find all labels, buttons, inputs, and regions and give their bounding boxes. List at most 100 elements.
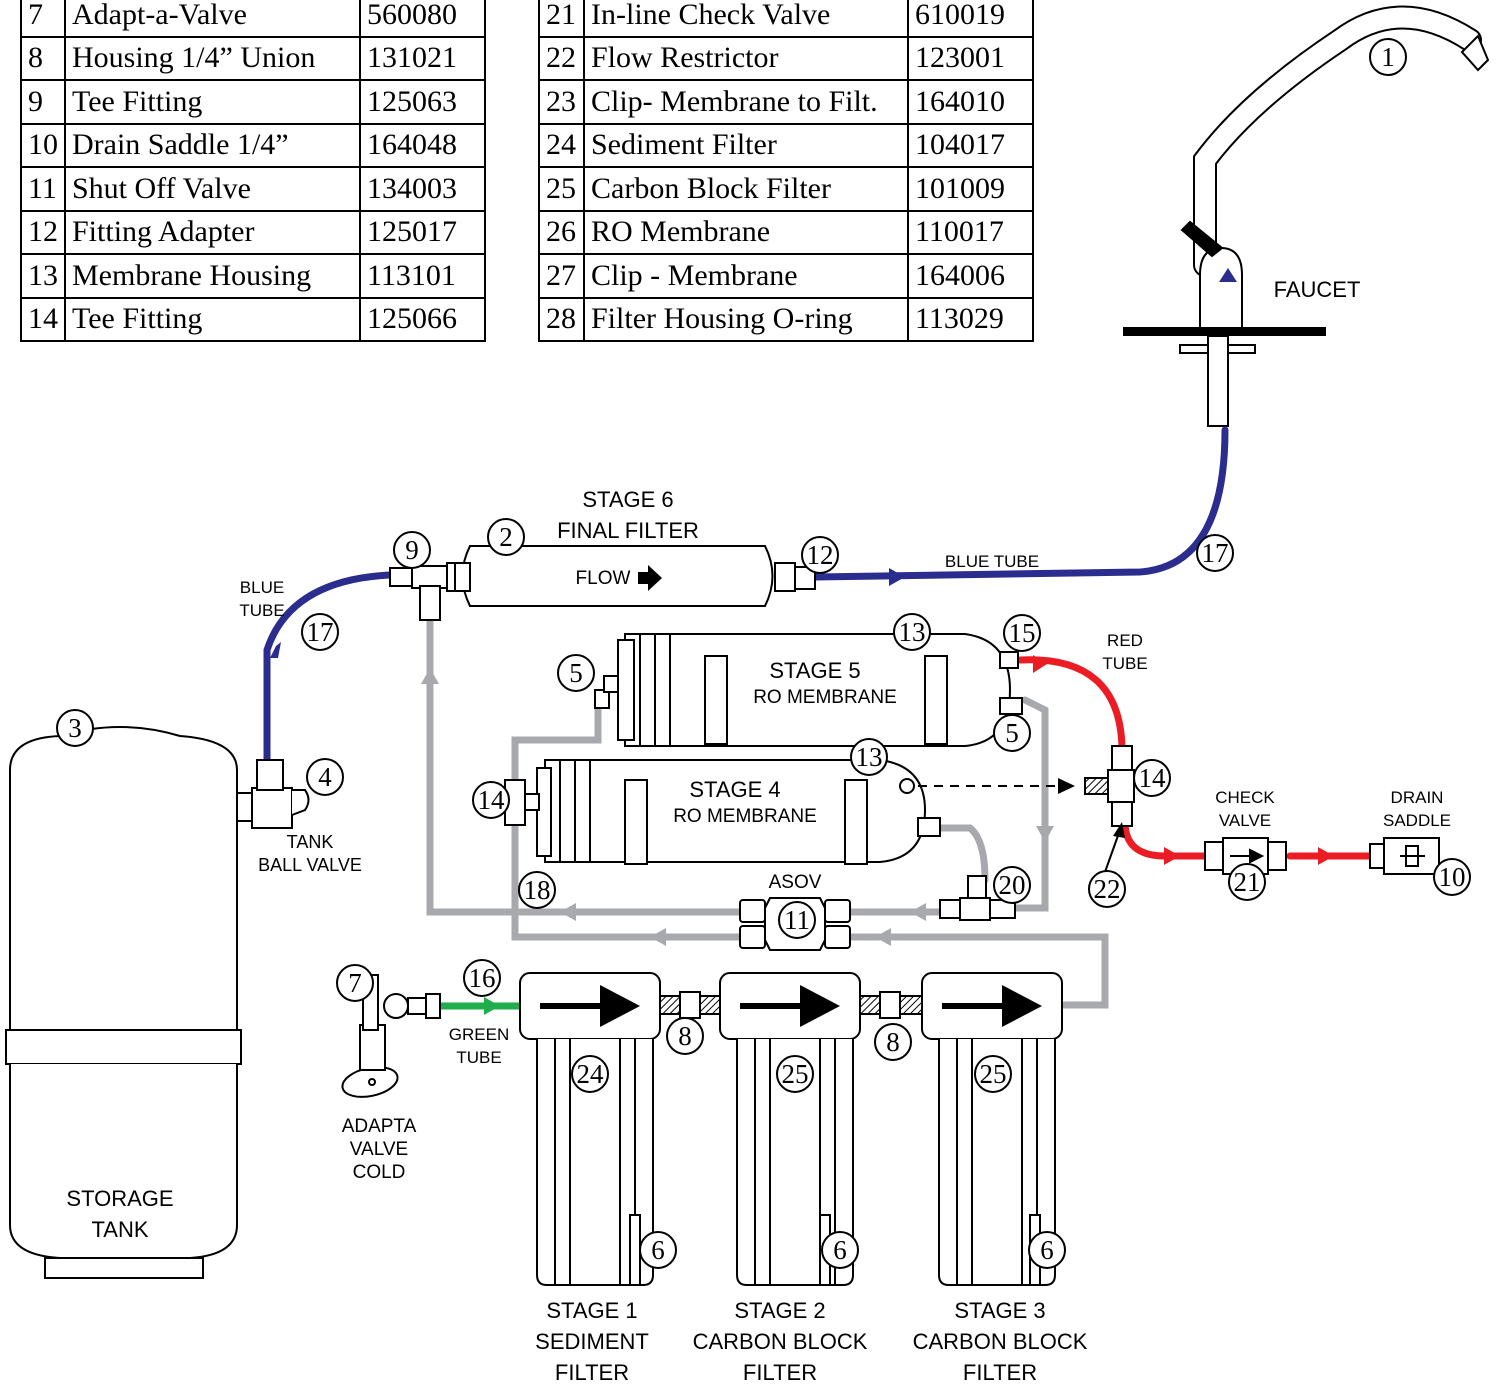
parts-cell-num: 9: [20, 79, 66, 125]
callout-circle: [1003, 614, 1041, 652]
callout-circle: [393, 531, 431, 569]
stage1-housing: [519, 972, 661, 1286]
callout-c1: 1: [1369, 38, 1407, 76]
parts-cell-part: 110017: [907, 209, 1034, 255]
callout-circle: [1028, 1231, 1066, 1269]
callout-circle: [1088, 870, 1126, 908]
stage5-label-line2: RO MEMBRANE: [753, 687, 897, 708]
callout-number: 11: [784, 905, 810, 935]
callout-c13a: 13: [893, 613, 931, 651]
parts-cell-desc: Sediment Filter: [583, 122, 909, 168]
callout-circle: [306, 758, 344, 796]
parts-cell-num: 7: [20, 0, 66, 38]
callout-c14a: 14: [472, 781, 510, 819]
stage4-label-line2: RO MEMBRANE: [673, 806, 817, 827]
callout-number: 2: [499, 522, 513, 552]
callout-circle: [850, 738, 888, 776]
callout-circle: [801, 536, 839, 574]
callout-circle: [993, 866, 1031, 904]
faucet-label: FAUCET: [1274, 277, 1361, 302]
callout-number: 8: [886, 1027, 900, 1057]
parts-cell-desc: Clip- Membrane to Filt.: [583, 79, 909, 125]
callout-c2: 2: [487, 518, 525, 556]
parts-cell-num: 28: [538, 296, 585, 342]
parts-cell-num: 11: [20, 166, 66, 212]
callout-circle: [571, 1055, 609, 1093]
callout-number: 24: [577, 1059, 605, 1089]
parts-cell-part: 123001: [907, 35, 1034, 81]
parts-cell-desc: Drain Saddle 1/4”: [64, 122, 361, 168]
callout-c5a: 5: [557, 654, 595, 692]
parts-cell-part: 101009: [907, 166, 1034, 212]
callout-c8b: 8: [874, 1023, 912, 1061]
parts-cell-desc: Filter Housing O-ring: [583, 296, 909, 342]
callout-c22: 22: [1088, 870, 1126, 908]
stage6-final-filter: [454, 545, 816, 607]
callout-circle: [1196, 534, 1234, 572]
callout-circle: [666, 1017, 704, 1055]
parts-cell-part: 125066: [359, 296, 486, 342]
callout-number: 18: [524, 875, 551, 905]
callout-c6c: 6: [1028, 1231, 1066, 1269]
parts-cell-num: 14: [20, 296, 66, 342]
parts-cell-part: 164010: [907, 79, 1034, 125]
tank-ball-valve: [236, 759, 310, 829]
pointer-arrow-icon: [1113, 822, 1125, 838]
callout-circle: [463, 959, 501, 997]
callout-number: 12: [807, 540, 834, 570]
adapta-valve-label-line3: COLD: [353, 1162, 406, 1183]
callout-number: 17: [1202, 538, 1229, 568]
blue-tube-label: BLUE TUBE: [945, 552, 1039, 571]
drain-saddle: [1369, 837, 1440, 875]
stage3-label-line3: FILTER: [963, 1360, 1037, 1385]
callout-c9: 9: [393, 531, 431, 569]
stage2-label-line3: FILTER: [743, 1360, 817, 1385]
stage2-label-line2: CARBON BLOCK: [693, 1329, 868, 1354]
union-fittings: [659, 991, 923, 1019]
parts-cell-desc: Shut Off Valve: [64, 166, 361, 212]
parts-cell-part: 134003: [359, 166, 486, 212]
callout-number: 7: [348, 968, 362, 998]
callout-number: 1: [1381, 42, 1395, 72]
callout-number: 25: [782, 1059, 809, 1089]
parts-cell-num: 27: [538, 253, 585, 299]
callout-number: 20: [999, 870, 1026, 900]
callout-circle: [974, 1055, 1012, 1093]
callout-c13b: 13: [850, 738, 888, 776]
check-valve-label-line1: CHECK: [1215, 788, 1275, 807]
callout-circle: [893, 613, 931, 651]
stage4-ro-membrane: [504, 759, 941, 865]
callout-c17b: 17: [1196, 534, 1234, 572]
callout-circle: [821, 1231, 859, 1269]
callout-number: 10: [1439, 862, 1466, 892]
storage-tank-label-line1: STORAGE: [66, 1186, 173, 1211]
parts-cell-desc: Clip - Membrane: [583, 253, 909, 299]
parts-cell-part: 125017: [359, 209, 486, 255]
parts-cell-part: 131021: [359, 35, 486, 81]
callout-c6a: 6: [639, 1231, 677, 1269]
callout-circle: [472, 781, 510, 819]
callout-number: 6: [651, 1235, 665, 1265]
callout-number: 4: [318, 762, 332, 792]
parts-cell-desc: Flow Restrictor: [583, 35, 909, 81]
callout-number: 5: [1005, 718, 1019, 748]
callout-number: 16: [469, 963, 496, 993]
adapta-valve: [341, 974, 441, 1098]
callout-number: 5: [569, 658, 583, 688]
red-tubes: [1016, 656, 1374, 860]
